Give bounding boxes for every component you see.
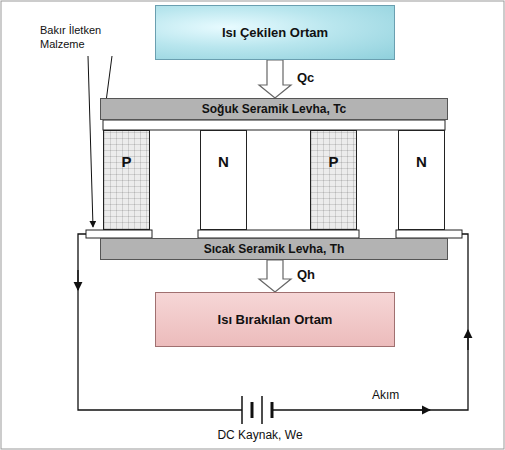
copper-strip [86, 230, 152, 238]
heat-label: Qh [297, 267, 315, 282]
copper-strip [103, 120, 445, 130]
leader-line [88, 56, 93, 227]
node-text: Isı Çekilen Ortam [222, 25, 328, 40]
heat-flow-arrow [259, 260, 291, 292]
node-text: P [328, 153, 338, 170]
battery-symbol [242, 396, 272, 424]
current-arrow [77, 270, 78, 290]
ceramic-plate: Sıcak Seramik Levha, Th [100, 238, 448, 260]
current-arrow [467, 330, 468, 350]
p-leg: P [310, 130, 357, 230]
node-text: Isı Bırakılan Ortam [218, 312, 333, 327]
node-text: Soğuk Seramik Levha, Tc [202, 102, 347, 116]
part-label: Bakır İletken Malzeme [40, 24, 136, 52]
medium-box: Isı Çekilen Ortam [155, 5, 395, 60]
n-leg: N [200, 130, 247, 230]
current-arrow [400, 409, 430, 410]
source-label: DC Kaynak, We [200, 428, 320, 443]
n-leg: N [398, 130, 445, 230]
node-text: N [416, 153, 427, 170]
node-text: Sıcak Seramik Levha, Th [204, 242, 345, 256]
copper-strip [396, 230, 462, 238]
heat-flow-arrow [259, 60, 291, 98]
copper-strip [198, 230, 359, 238]
heat-label: Qc [297, 70, 314, 85]
p-leg: P [103, 130, 150, 230]
medium-box: Isı Bırakılan Ortam [155, 292, 395, 347]
ceramic-plate: Soğuk Seramik Levha, Tc [100, 98, 448, 120]
current-label: Akım [372, 388, 432, 403]
node-text: N [218, 153, 229, 170]
node-text: P [121, 153, 131, 170]
